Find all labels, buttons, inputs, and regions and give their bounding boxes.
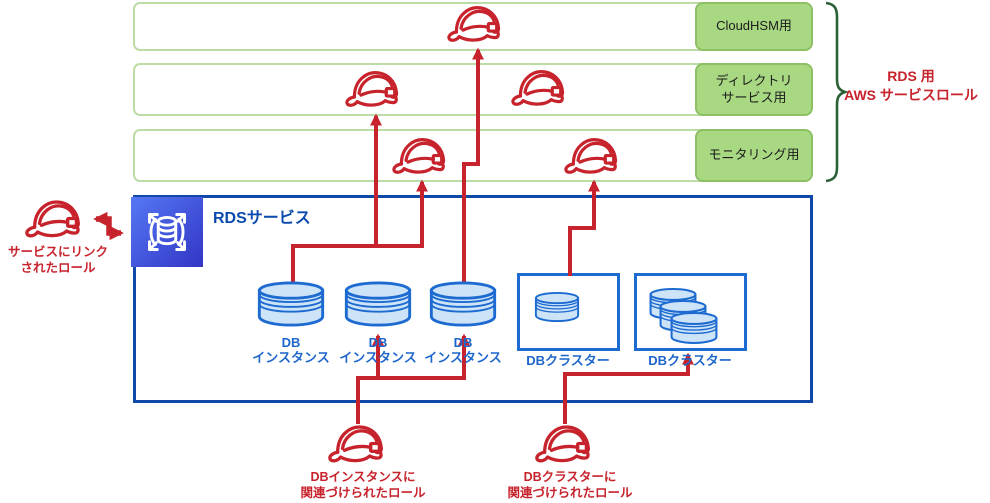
rds-service-icon — [131, 197, 203, 267]
iam-role-icon-directory — [343, 67, 407, 112]
db-instance-role-label: DBインスタンスに関連づけられたロール — [300, 470, 426, 500]
db-cluster-role-label: DBクラスターに関連づけられたロール — [507, 470, 633, 500]
db-instance-icon-1 — [255, 280, 327, 328]
double-arrow-service-linked-role — [93, 211, 124, 241]
iam-role-icon-monitoring-1 — [390, 134, 454, 179]
band-label-monitoring: モニタリング用 — [695, 129, 813, 182]
db-cluster1-cylinder-icon — [533, 291, 581, 323]
db-cluster2-cylinder-icon-front — [668, 311, 720, 345]
db-cluster-label-2: DBクラスター — [648, 353, 732, 368]
db-instance-role-icon — [326, 421, 392, 468]
iam-role-icon-monitoring-2 — [562, 134, 626, 179]
service-linked-role-label: サービスにリンクされたロール — [7, 245, 108, 275]
band-label-text: CloudHSM用 — [716, 18, 792, 34]
band-label-text: モニタリング用 — [708, 147, 800, 163]
band-label-text: ディレクトリ — [715, 73, 793, 89]
db-instance-icon-2 — [342, 280, 414, 328]
service-linked-role-icon — [23, 196, 89, 243]
band-label-cloudhsm: CloudHSM用 — [695, 2, 813, 51]
iam-role-icon-cloudhsm — [445, 2, 509, 47]
band-label-directory: ディレクトリサービス用 — [695, 63, 813, 116]
iam-role-icon-directory-2 — [509, 66, 573, 111]
db-instance-icon-3 — [427, 280, 499, 328]
db-cluster-role-icon — [533, 421, 599, 468]
rds-service-title: RDSサービス — [213, 210, 311, 227]
db-cluster-label-1: DBクラスター — [526, 353, 610, 368]
